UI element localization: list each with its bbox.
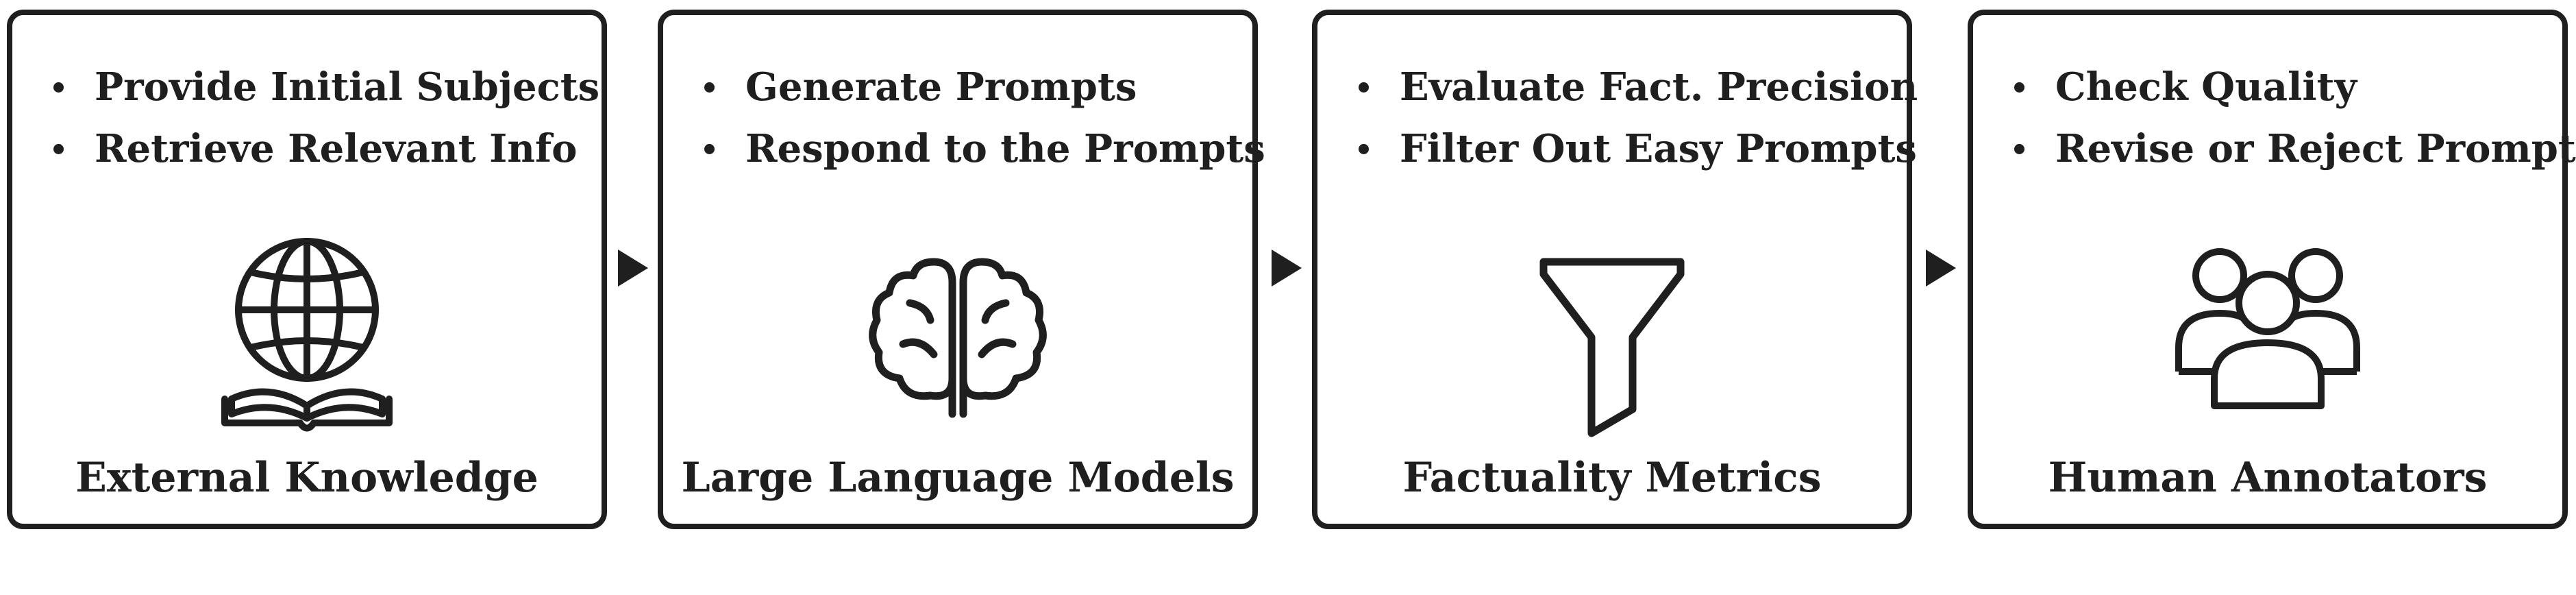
bullet-item: Respond to the Prompts	[704, 118, 1265, 180]
bullet-dot-icon	[1359, 82, 1369, 93]
bullet-item: Provide Initial Subjects	[53, 56, 599, 118]
arrow-right-icon	[618, 250, 648, 287]
bullet-item: Evaluate Fact. Precision	[1359, 56, 1918, 118]
stage-bullets: Check Quality Revise or Reject Prompts	[2014, 56, 2576, 180]
stage-title: Factuality Metrics	[1402, 454, 1822, 502]
stage-human-annotators: Check Quality Revise or Reject Prompts H…	[1968, 10, 2576, 529]
stage-title: External Knowledge	[75, 454, 538, 502]
bullet-dot-icon	[53, 82, 64, 93]
filter-funnel-icon	[1516, 234, 1708, 440]
stage-bullets: Provide Initial Subjects Retrieve Releva…	[53, 56, 599, 180]
brain-icon	[862, 234, 1054, 440]
bullet-item: Generate Prompts	[704, 56, 1265, 118]
globe-book-icon	[211, 234, 403, 440]
stage-bullets: Generate Prompts Respond to the Prompts	[704, 56, 1265, 180]
stage-title: Human Annotators	[2048, 454, 2488, 502]
bullet-dot-icon	[1359, 144, 1369, 154]
bullet-dot-icon	[53, 144, 64, 154]
bullet-item: Filter Out Easy Prompts	[1359, 118, 1918, 180]
stage-bullets: Evaluate Fact. Precision Filter Out Easy…	[1359, 56, 1918, 180]
bullet-item: Revise or Reject Prompts	[2014, 118, 2576, 180]
bullet-item: Check Quality	[2014, 56, 2576, 118]
stage-large-language-models: Generate Prompts Respond to the Prompts …	[658, 10, 1265, 529]
bullet-dot-icon	[2014, 82, 2024, 93]
arrow-right-icon	[1926, 250, 1956, 287]
arrow-right-icon	[1272, 250, 1302, 287]
bullet-dot-icon	[2014, 144, 2024, 154]
bullet-dot-icon	[704, 82, 715, 93]
stage-external-knowledge: Provide Initial Subjects Retrieve Releva…	[7, 10, 607, 529]
stage-factuality-metrics: Evaluate Fact. Precision Filter Out Easy…	[1312, 10, 1918, 529]
bullet-dot-icon	[704, 144, 715, 154]
people-group-icon	[2172, 234, 2364, 440]
stage-title: Large Language Models	[681, 454, 1235, 502]
bullet-item: Retrieve Relevant Info	[53, 118, 599, 180]
